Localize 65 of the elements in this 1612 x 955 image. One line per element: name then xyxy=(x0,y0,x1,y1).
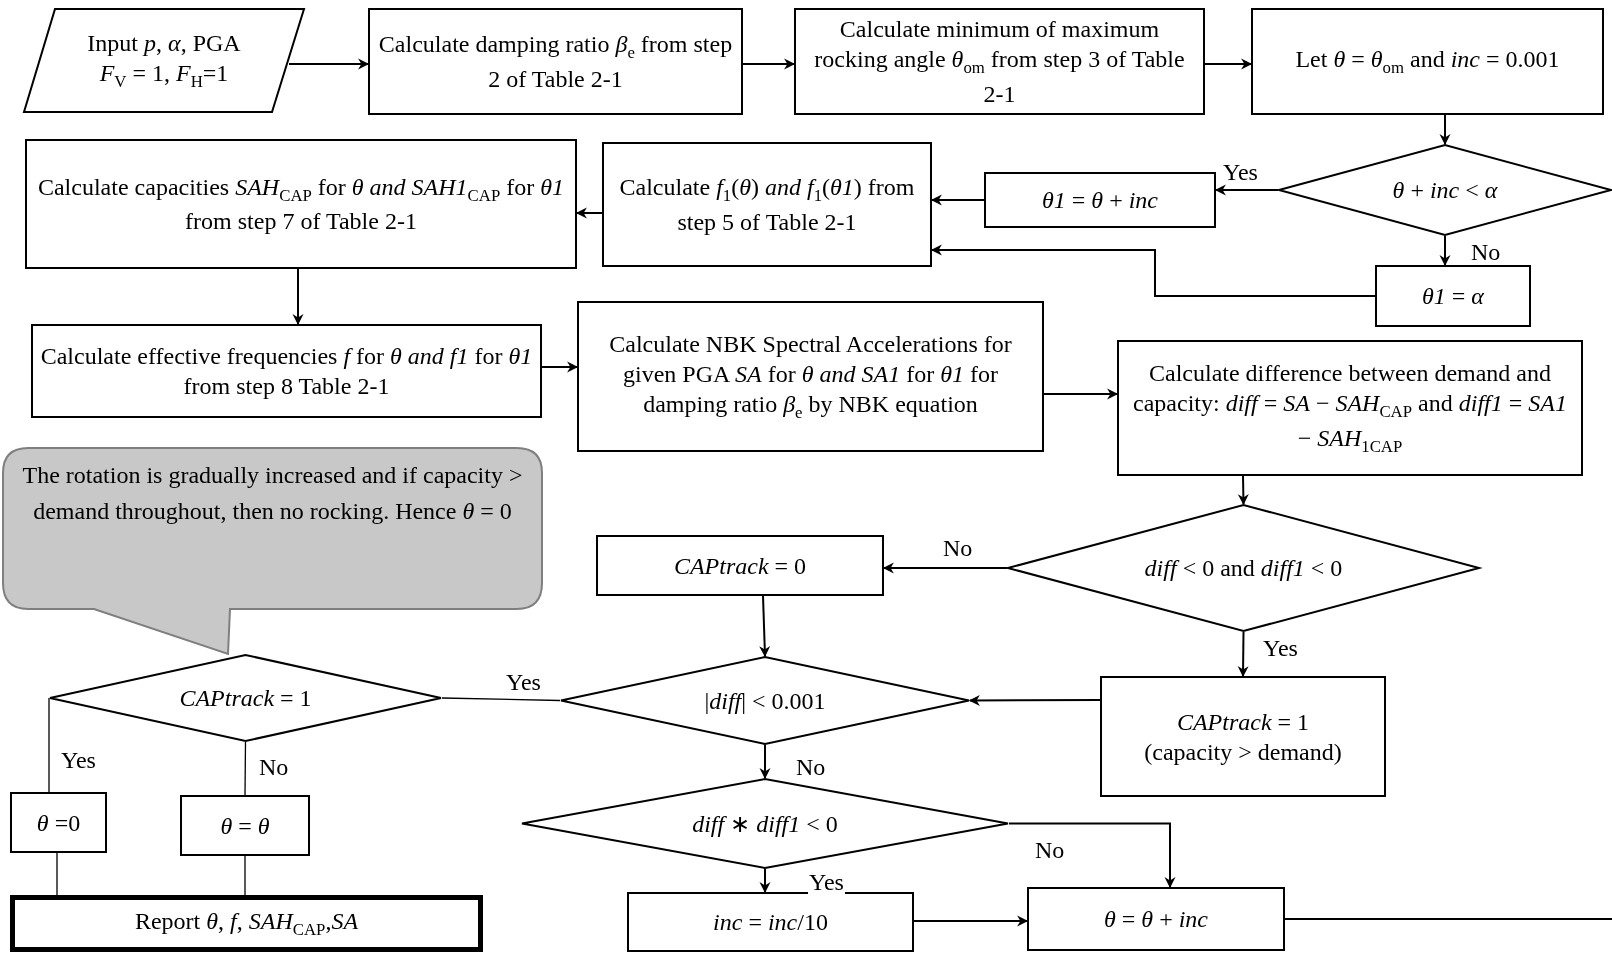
process-text: (capacity > demand) xyxy=(1144,737,1342,767)
process-text: CAPtrack = 0 xyxy=(673,551,807,581)
process-box xyxy=(180,795,310,856)
process-text: CAPtrack = 1 xyxy=(1176,707,1310,737)
process-text: θ = θ xyxy=(220,811,270,841)
arrow xyxy=(1237,631,1249,678)
process-text: Calculate minimum of maximum rocking angle θ$_{om}$ from step 3 of Table 2-1 xyxy=(813,15,1186,109)
process-text: Calculate capacities SAH$_{CAP}$ for θ and SAH1$_{CAP}$ for θ1 from step 7 of Table 2-1 xyxy=(36,172,566,237)
arrow xyxy=(913,915,1029,927)
decision-text: diff < 0 and diff1 < 0 xyxy=(1144,554,1343,583)
connector-line xyxy=(441,697,561,702)
process-box xyxy=(627,892,914,952)
process-box xyxy=(25,139,577,269)
decision-text: |diff| < 0.001 xyxy=(704,686,826,716)
arrow xyxy=(968,694,1101,706)
connector-line xyxy=(48,697,50,793)
connector-line xyxy=(244,855,246,896)
arrow xyxy=(742,58,796,70)
input-text: F$_{V}$ = 1, F$_{H}$=1 xyxy=(99,59,229,93)
arrow xyxy=(541,361,579,373)
process-box xyxy=(577,301,1044,452)
process-box xyxy=(10,792,107,853)
process-box xyxy=(794,8,1205,115)
process-text: θ1 = α xyxy=(1422,282,1484,311)
arrow xyxy=(288,58,370,70)
process-text: θ1 = θ + inc xyxy=(1042,186,1158,215)
process-text: Calculate damping ratio β$_{e}$ from step 2 of Table 2-1 xyxy=(377,30,734,94)
process-text: Calculate NBK Spectral Accelerations for given PGA SA for θ and SA1 for θ1 for damping ratio β$_{e}$ by NBK equation xyxy=(608,330,1013,424)
decision-text: CAPtrack = 1 xyxy=(179,684,312,713)
process-text: Calculate difference between demand and capacity: diff = SA − SAH$_{CAP}$ and diff1 = SA1 − SAH$_{1CAP}$ xyxy=(1132,359,1568,458)
process-box xyxy=(984,172,1216,228)
arrow xyxy=(1439,235,1451,267)
arrow xyxy=(759,744,771,780)
process-text: Calculate f$_{1}$(θ) and f$_{1}$(θ1) from step 5 of Table 2-1 xyxy=(618,173,916,237)
output-box xyxy=(10,895,483,952)
arrow xyxy=(1439,114,1451,146)
input-text: Input p, α, PGA xyxy=(87,29,241,59)
process-box xyxy=(1100,676,1386,797)
arrow xyxy=(292,268,304,326)
decision-text: diff ∗ diff1 < 0 xyxy=(692,809,838,839)
process-box xyxy=(1027,887,1285,951)
output-text: Report θ, f, SAH$_{CAP}$,SA xyxy=(134,907,359,941)
process-box xyxy=(596,535,884,596)
arrow xyxy=(1204,58,1253,70)
arrow xyxy=(1008,822,1176,889)
connector-line xyxy=(244,741,247,796)
process-box xyxy=(368,8,743,115)
callout-text: The rotation is gradually increased and if capacity > demand throughout, then no rocking. Hence θ = 0 xyxy=(21,461,524,526)
connector-line xyxy=(56,852,58,896)
arrow xyxy=(759,868,771,894)
arrow xyxy=(1043,388,1119,400)
process-text: Calculate effective frequencies f for θ and f1 for θ1 from step 8 Table 2-1 xyxy=(39,342,534,401)
arrow xyxy=(759,595,771,658)
process-box xyxy=(1375,265,1531,327)
process-box xyxy=(31,324,542,418)
process-text: inc = inc/10 xyxy=(713,908,828,937)
process-box xyxy=(1251,8,1604,115)
decision-text: θ + inc < α xyxy=(1392,176,1498,205)
process-box xyxy=(602,142,932,267)
connector-line xyxy=(1284,918,1612,920)
process-text: θ = θ + inc xyxy=(1104,905,1208,934)
process-text: θ =0 xyxy=(36,808,81,838)
arrow xyxy=(1237,475,1249,506)
process-text: Let θ = θ$_{om}$ and inc = 0.001 xyxy=(1295,45,1560,79)
process-box xyxy=(1117,340,1583,476)
